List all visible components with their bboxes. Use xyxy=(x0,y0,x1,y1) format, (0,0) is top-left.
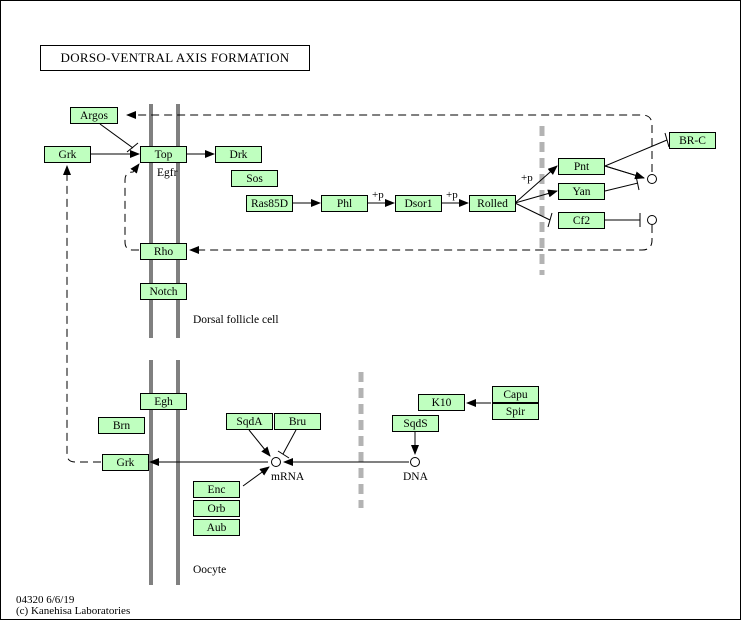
gene-notch[interactable]: Notch xyxy=(140,283,187,300)
gene-sqda[interactable]: SqdA xyxy=(226,413,273,430)
feedback-cf2-rho xyxy=(189,225,653,254)
gene-bru[interactable]: Bru xyxy=(274,413,321,430)
label-egfr: Egfr xyxy=(157,167,178,179)
gene-aub[interactable]: Aub xyxy=(193,519,240,536)
gene-rho[interactable]: Rho xyxy=(140,243,187,260)
gene-phl[interactable]: Phl xyxy=(321,195,368,212)
gene-egh[interactable]: Egh xyxy=(140,393,187,410)
gene-dsor1[interactable]: Dsor1 xyxy=(395,195,442,212)
junction-node-lower xyxy=(647,215,657,225)
junction-node-upper xyxy=(647,174,657,184)
inhibit-node-brc xyxy=(604,139,668,167)
feedback-grk-grk xyxy=(63,165,101,463)
label-oocyte: Oocyte xyxy=(193,564,227,576)
map-title: DORSO-VENTRAL AXIS FORMATION xyxy=(40,45,310,71)
gene-pnt[interactable]: Pnt xyxy=(558,158,605,175)
gene-orb[interactable]: Orb xyxy=(193,500,240,517)
gene-top[interactable]: Top xyxy=(140,146,187,163)
inhibition-lines xyxy=(99,123,670,459)
copyright: (c) Kanehisa Laboratories xyxy=(16,605,131,617)
label-phosphorylation: +p xyxy=(372,189,384,201)
inhibit-argos-top xyxy=(99,123,134,149)
gene-argos[interactable]: Argos xyxy=(70,107,118,124)
arrow-rolled-yan xyxy=(514,189,558,204)
feedback-paths xyxy=(63,111,653,463)
label-phosphorylation: +p xyxy=(521,172,533,184)
gene-grk-oocyte[interactable]: Grk xyxy=(102,454,149,471)
gene-yan[interactable]: Yan xyxy=(558,183,605,200)
arrow-rolled-pnt xyxy=(514,165,558,204)
feedback-rho-top xyxy=(124,163,140,251)
label-dorsal-follicle-cell: Dorsal follicle cell xyxy=(193,314,279,326)
gene-cf2[interactable]: Cf2 xyxy=(558,212,605,229)
label-mrna: mRNA xyxy=(271,471,305,483)
nuclear-boundaries xyxy=(358,126,545,508)
gene-brc[interactable]: BR-C xyxy=(669,132,716,149)
label-phosphorylation: +p xyxy=(446,189,458,201)
arrow-brc-node xyxy=(604,165,645,179)
inhibit-rolled-cf2 xyxy=(514,202,551,221)
gene-k10[interactable]: K10 xyxy=(418,394,465,411)
inhibit-bru-mrna-bar xyxy=(277,450,290,459)
inhibit-bru-mrna xyxy=(282,429,297,455)
inhibit-yan-node xyxy=(604,182,639,192)
gene-enc[interactable]: Enc xyxy=(193,481,240,498)
gene-spir[interactable]: Spir xyxy=(492,403,539,420)
map-id-date: 04320 6/6/19 xyxy=(16,594,75,606)
junction-nodes xyxy=(271,174,657,467)
feedback-brc-argos xyxy=(126,111,653,172)
label-dna: DNA xyxy=(403,471,428,483)
gene-rolled[interactable]: Rolled xyxy=(469,195,516,212)
arrow-enc-mrna xyxy=(242,466,270,487)
inhibit-yan-node-bar xyxy=(635,175,640,191)
gene-grk-follicle[interactable]: Grk xyxy=(44,146,91,163)
inhibit-argos-top-bar xyxy=(126,142,139,153)
inhibit-rolled-cf2-bar xyxy=(547,212,553,228)
inhibit-node-brc-bar xyxy=(664,132,670,148)
gene-sqds[interactable]: SqdS xyxy=(392,415,439,432)
gene-ras85d[interactable]: Ras85D xyxy=(246,195,293,212)
gene-brn[interactable]: Brn xyxy=(98,417,145,434)
dna-node xyxy=(410,457,420,467)
activation-arrows xyxy=(91,150,645,487)
gene-drk[interactable]: Drk xyxy=(215,146,262,163)
gene-capu[interactable]: Capu xyxy=(492,386,539,403)
gene-sos[interactable]: Sos xyxy=(231,170,278,187)
mrna-node xyxy=(271,457,281,467)
arrow-sqda-mrna xyxy=(248,429,271,457)
